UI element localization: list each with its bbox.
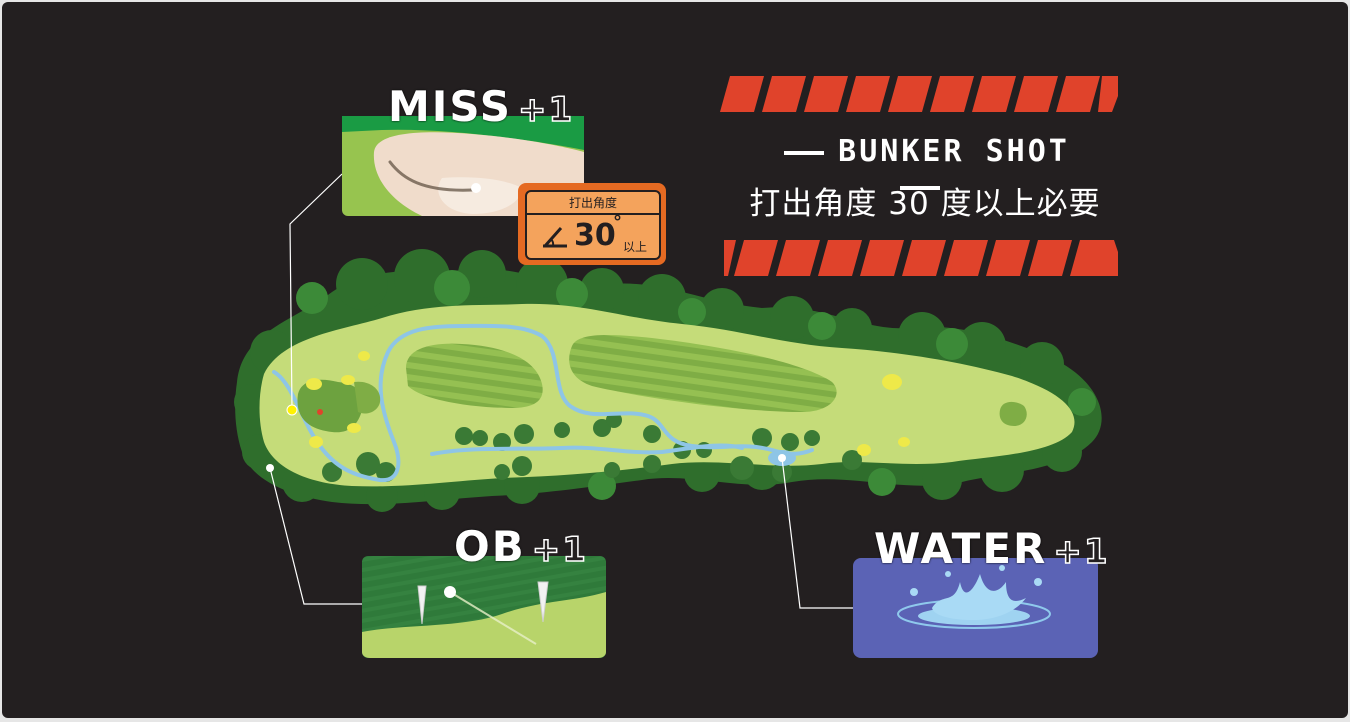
bunker-shot-title-text: BUNKER SHOT: [838, 134, 1070, 169]
ob-label-text: OB: [454, 522, 526, 571]
title-dash-right: [900, 185, 940, 190]
miss-label: MISS+1: [388, 82, 574, 131]
miss-leader-line: [289, 173, 343, 411]
miss-penalty: +1: [517, 89, 575, 131]
bunkers: [306, 351, 910, 456]
stripe-band-bottom: [724, 240, 1118, 276]
stripe-band-top: [720, 76, 1118, 112]
water-label: WATER+1: [874, 524, 1110, 573]
water-panel: [853, 558, 1098, 658]
ob-penalty: +1: [531, 529, 588, 571]
ob-label: OB+1: [454, 522, 588, 571]
title-dash-left: [784, 150, 825, 155]
launch-angle-label: 打出角度: [527, 194, 659, 215]
launch-angle-display: 打出角度 30 ° 以上: [525, 190, 661, 260]
ob-panel: [362, 556, 606, 658]
tree-clusters: [322, 412, 862, 482]
ob-marker-icon: [266, 464, 274, 472]
launch-angle-card: 打出角度 30 ° 以上: [518, 183, 666, 265]
green-fringe: [354, 381, 381, 414]
ob-leader-line: [269, 467, 362, 605]
water-penalty: +1: [1053, 531, 1110, 573]
water-label-text: WATER: [874, 524, 1048, 573]
water-leader-line: [781, 457, 854, 609]
tree-rough-light: [296, 270, 1096, 500]
mown-area-2: [569, 335, 837, 412]
launch-angle-suffix: 以上: [623, 240, 648, 254]
mown-area-1: [406, 343, 543, 408]
water-marker-icon: [778, 454, 786, 462]
bunker-shot-subtitle: 打出角度 30 度以上必要: [749, 186, 1101, 222]
launch-angle-degree: °: [613, 212, 622, 233]
launch-angle-value: 30: [574, 218, 616, 253]
creek-branch: [430, 443, 744, 456]
putting-green: [297, 379, 363, 433]
miss-label-text: MISS: [388, 82, 513, 131]
miss-marker-icon: [286, 404, 298, 416]
angle-icon: [543, 227, 567, 248]
bunker-shot-title: BUNKER SHOT: [740, 134, 1100, 204]
second-green: [999, 401, 1027, 426]
flag-pin-icon: [317, 409, 323, 415]
